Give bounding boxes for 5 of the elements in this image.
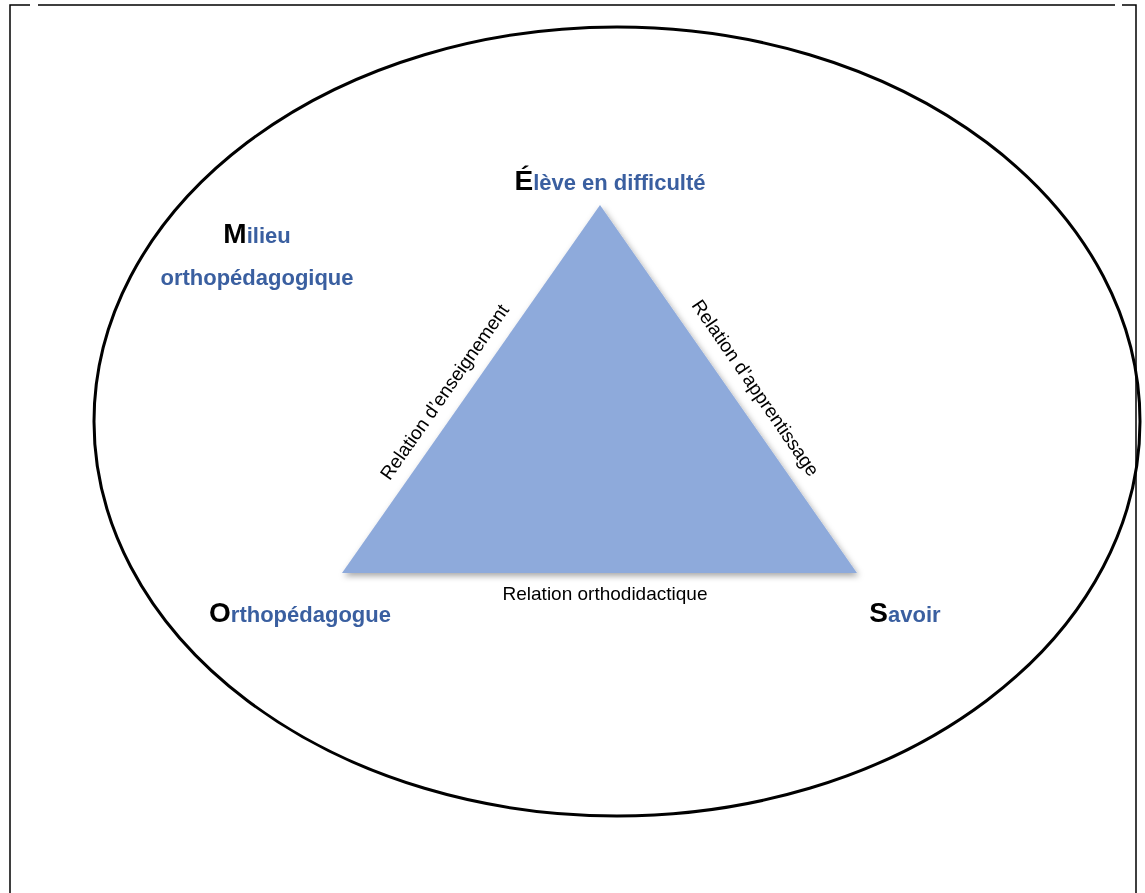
vertex-label: Élève en difficulté	[513, 164, 707, 198]
vertex-label: Savoir	[868, 596, 942, 630]
relation-label: Relation orthodidactique	[501, 582, 709, 606]
vertex-label: Orthopédagogue	[208, 596, 392, 630]
node-title: Milieu orthopédagogique	[159, 217, 355, 292]
